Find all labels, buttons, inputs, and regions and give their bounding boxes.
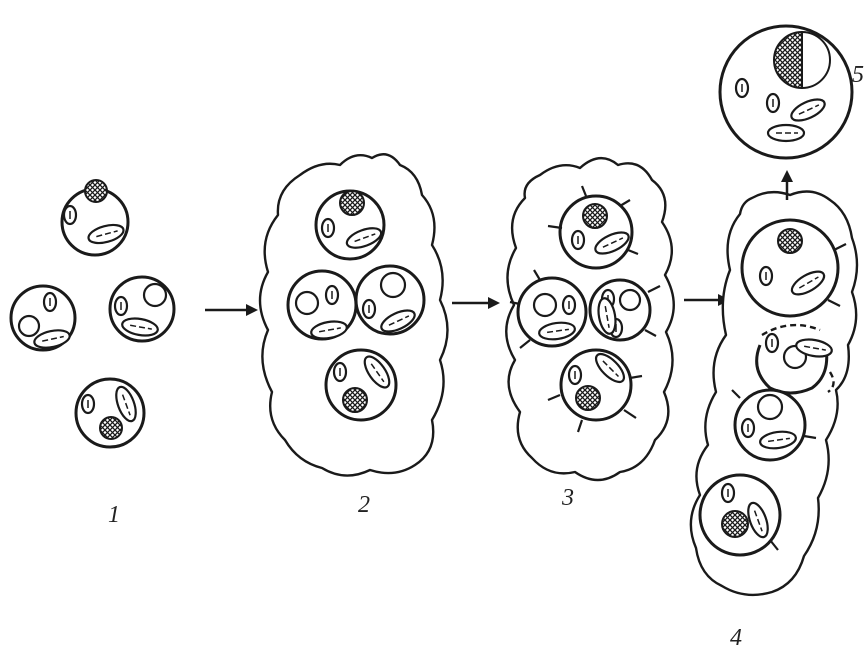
cell [62,180,128,255]
stage-4-label: 4 [730,625,742,651]
arrow-2-to-3 [452,297,500,309]
stage-1-label: 1 [108,502,120,528]
stage-4-group [691,191,857,594]
cell [326,350,396,420]
cell [316,191,384,259]
stage-3-group [506,158,674,480]
stage-2-group [260,154,448,475]
cell [288,271,356,341]
cell [356,266,424,336]
stage-3-label: 3 [561,485,574,511]
cell [110,277,174,341]
cell [700,475,780,555]
half-nucleus [774,32,830,88]
stage-5-label: 5 [852,62,864,88]
stage-1-group [11,180,174,447]
cell [76,379,144,447]
stage-2-label: 2 [358,492,370,518]
arrow-1-to-2 [205,304,258,316]
cell [11,286,75,351]
stage-5-group [720,26,852,158]
